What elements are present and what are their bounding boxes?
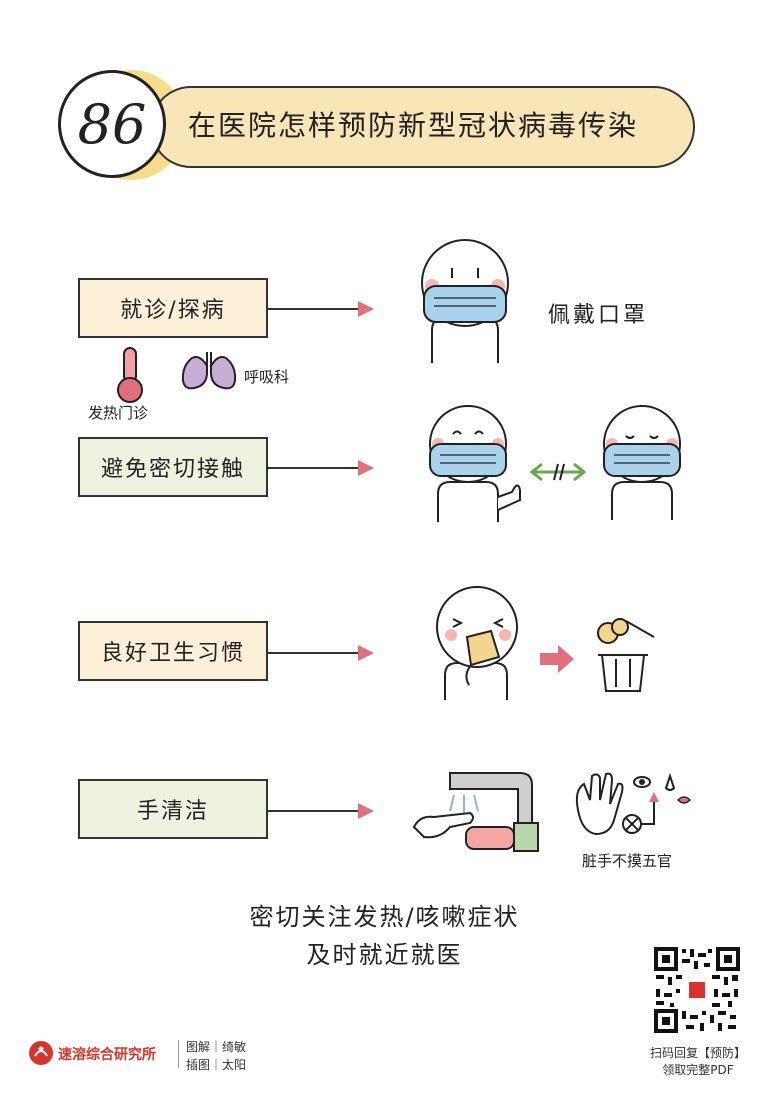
step-hygiene-arrowhead-icon <box>358 645 374 661</box>
masked-person-closed-eyes-icon <box>603 405 681 520</box>
bottom-line-2: 及时就近就医 <box>306 941 463 969</box>
qr-code-icon <box>652 945 742 1035</box>
fever-clinic-label: 发热门诊 <box>88 404 149 422</box>
right-arrow-icon <box>540 645 574 673</box>
header-banner <box>150 86 695 168</box>
credit-design: 图解｜绮敏 <box>186 1040 247 1054</box>
qr-caption-line-2: 领取完整PDF <box>662 1063 734 1077</box>
no-touch-face-label: 脏手不摸五官 <box>582 852 673 870</box>
step-visit-arrow-line <box>268 308 360 310</box>
org-name: 速溶综合研究所 <box>58 1047 156 1063</box>
step-hand-clean-box: 手清洁 <box>78 779 268 839</box>
bottom-line-1: 密切关注发热/咳嗽症状 <box>249 903 520 931</box>
page-title: 在医院怎样预防新型冠状病毒传染 <box>188 109 639 142</box>
step-visit-box: 就诊/探病 <box>78 278 268 338</box>
masked-person-waving-icon <box>429 405 521 522</box>
org-logo-icon <box>29 1041 53 1065</box>
step-avoid-arrow-line <box>268 467 360 469</box>
step-avoid-arrowhead-icon <box>358 460 374 476</box>
faucet-icon <box>412 772 539 852</box>
step-hand-arrowhead-icon <box>358 803 374 819</box>
qr-caption-line-1: 扫码回复【预防】 <box>649 1046 746 1060</box>
credit-illustration: 插图｜太阳 <box>186 1058 247 1072</box>
step-hand-arrow-line <box>268 810 360 812</box>
no-contact-arrow-icon <box>529 462 587 482</box>
masked-person-icon <box>421 239 509 363</box>
step-hygiene-arrow-line <box>268 652 360 654</box>
thermometer-icon <box>117 347 143 403</box>
step-hygiene-box: 良好卫生习惯 <box>78 621 268 681</box>
trash-can-icon <box>597 618 655 692</box>
lungs-icon <box>181 352 237 390</box>
wear-mask-label: 佩戴口罩 <box>548 303 649 328</box>
respiratory-dept-label: 呼吸科 <box>244 368 290 386</box>
header-number: 86 <box>58 70 166 178</box>
sneezing-person-icon <box>436 586 518 700</box>
hand-face-icon <box>575 772 692 836</box>
footer-divider <box>178 1040 179 1068</box>
step-visit-arrowhead-icon <box>358 301 374 317</box>
step-avoid-contact-box: 避免密切接触 <box>78 437 268 497</box>
